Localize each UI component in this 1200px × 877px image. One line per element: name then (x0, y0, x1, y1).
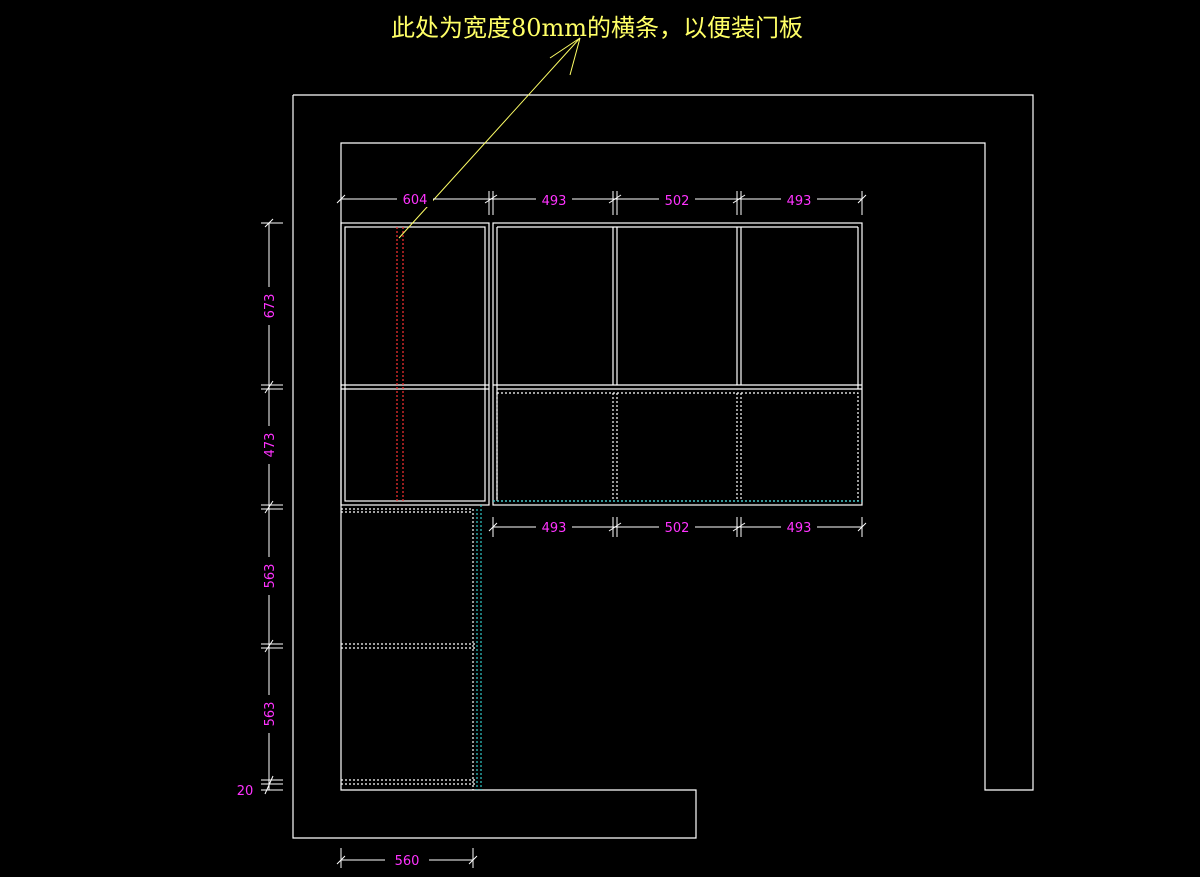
top-dimension-line (336, 191, 867, 215)
dim-left-563-a: 563 (263, 564, 278, 589)
bottom-dimension-line (336, 848, 478, 868)
middle-dimension-line (488, 517, 867, 537)
upper-left-cabinet (340, 222, 490, 506)
annotation-text: 此处为宽度80mm的横条，以便装门板 (391, 14, 803, 42)
dim-left-473: 473 (263, 433, 278, 458)
dim-top-604: 604 (403, 193, 428, 208)
dim-top-493-a: 493 (542, 194, 567, 209)
dim-top-493-b: 493 (787, 194, 812, 209)
dim-mid-502: 502 (665, 521, 690, 536)
dim-mid-493-a: 493 (542, 521, 567, 536)
upper-right-cabinets (492, 222, 863, 506)
dim-left-673: 673 (263, 294, 278, 319)
dim-top-502: 502 (665, 194, 690, 209)
dim-bottom-560: 560 (395, 854, 420, 869)
outer-wall (292, 94, 1034, 839)
dim-mid-493-b: 493 (787, 521, 812, 536)
dim-left-563-b: 563 (263, 702, 278, 727)
left-dimension-line (261, 218, 283, 795)
lower-left-cabinet (341, 505, 482, 790)
dim-left-20: 20 (237, 784, 254, 799)
